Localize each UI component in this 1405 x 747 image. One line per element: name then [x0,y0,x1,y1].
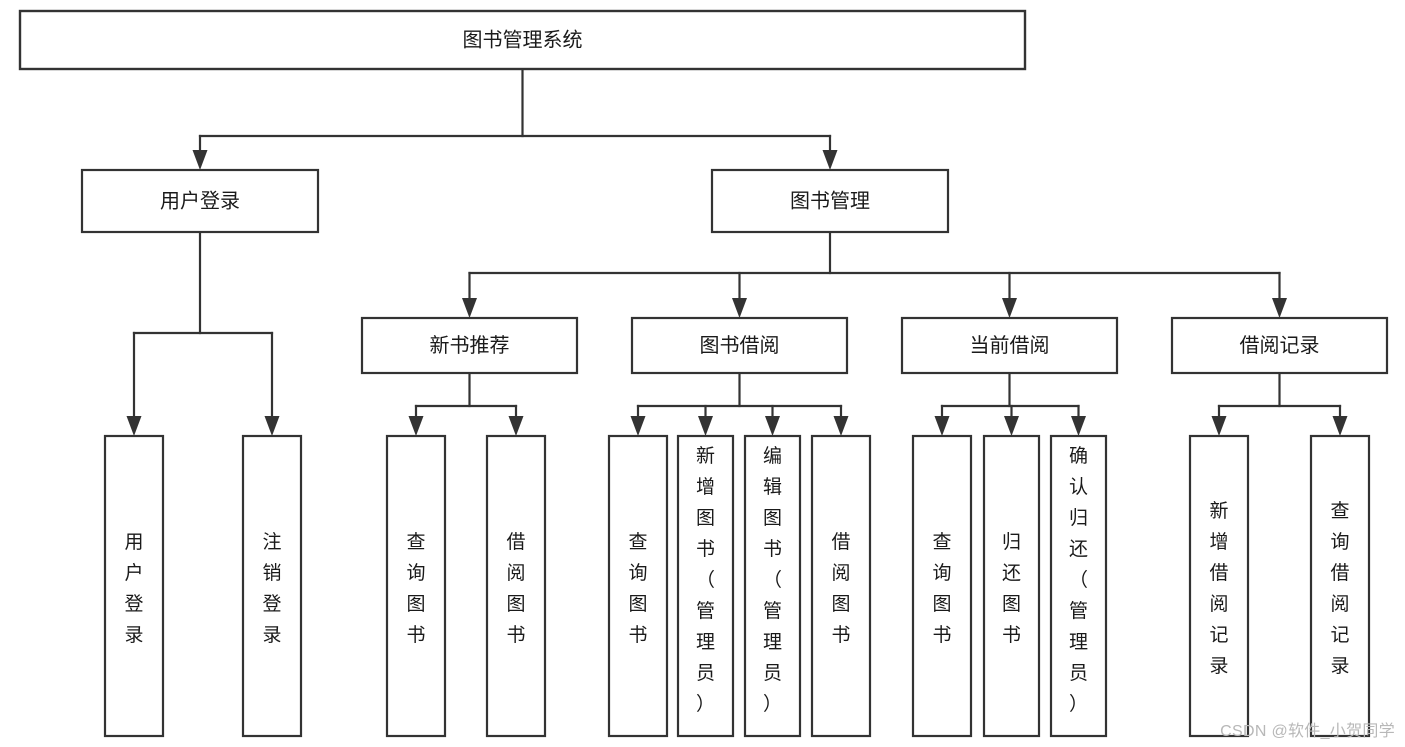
node-box [360,316,579,375]
node-box [1188,434,1250,738]
node-label: 编辑图书（管理员） [763,445,782,715]
arrow-head-icon [1211,416,1227,436]
node-box [911,434,973,738]
node-new-book-rec[interactable]: 新书推荐 [360,316,579,375]
node-box [1170,316,1389,375]
node-label: 借阅图书 [831,531,850,646]
arrow-head-icon [833,416,849,436]
node-box [485,434,547,738]
watermark-label: CSDN @软件_小贺同学 [1220,723,1395,740]
node-leaf-user-login[interactable]: 用户登录 [103,434,165,738]
node-box [810,434,872,738]
node-box [900,316,1119,375]
node-label: 用户登录 [124,532,143,646]
node-label: 注销登录 [262,531,281,646]
node-book-manage[interactable]: 图书管理 [710,168,950,234]
node-leaf-query-book-cur[interactable]: 查询图书 [911,434,973,738]
node-box [982,434,1041,738]
arrow-head-icon [462,298,477,318]
node-leaf-borrow-book-rec[interactable]: 借阅图书 [485,434,547,738]
node-user-login[interactable]: 用户登录 [80,168,320,234]
arrow-head-icon [192,150,208,170]
node-label: 借阅图书 [506,531,525,646]
node-label: 新增借阅记录 [1209,500,1228,677]
arrow-head-icon [1272,298,1287,318]
node-label: 图书管理系统 [463,28,583,51]
node-root[interactable]: 图书管理系统 [18,9,1027,71]
node-leaf-query-record[interactable]: 查询借阅记录 [1309,434,1371,738]
node-box [630,316,849,375]
node-label: 查询图书 [932,531,951,646]
node-box [18,9,1027,71]
arrow-head-icon [732,298,747,318]
node-leaf-user-logout[interactable]: 注销登录 [241,434,303,738]
node-leaf-return-book[interactable]: 归还图书 [982,434,1041,738]
node-label: 新书推荐 [430,334,510,357]
node-leaf-add-record[interactable]: 新增借阅记录 [1188,434,1250,738]
node-box [1049,434,1108,738]
arrow-head-icon [126,416,142,436]
arrow-head-icon [1004,416,1019,436]
arrow-head-icon [822,150,838,170]
node-leaf-confirm-return[interactable]: 确认归还（管理员） [1049,434,1108,738]
node-current-borrow[interactable]: 当前借阅 [900,316,1119,375]
arrow-head-icon [408,416,424,436]
node-box [241,434,303,738]
arrow-head-icon [264,416,280,436]
node-leaf-add-book[interactable]: 新增图书（管理员） [676,434,735,738]
node-leaf-edit-book[interactable]: 编辑图书（管理员） [743,434,802,738]
node-label: 当前借阅 [970,334,1050,357]
node-box [1309,434,1371,738]
node-label: 图书借阅 [700,334,780,357]
node-label: 用户登录 [160,189,240,212]
arrow-head-icon [765,416,780,436]
connector-layer [126,67,1348,436]
arrow-head-icon [1002,298,1017,318]
node-box [607,434,669,738]
node-layer: 图书管理系统用户登录图书管理新书推荐图书借阅当前借阅借阅记录用户登录注销登录查询… [18,9,1389,738]
node-label: 归还图书 [1002,531,1021,646]
node-book-borrow[interactable]: 图书借阅 [630,316,849,375]
node-label: 确认归还（管理员） [1069,445,1088,715]
arrow-head-icon [508,416,524,436]
arrow-head-icon [630,416,646,436]
node-box [710,168,950,234]
node-label: 查询图书 [628,531,647,646]
node-label: 查询图书 [406,531,425,646]
arrow-head-icon [934,416,950,436]
node-leaf-query-book-borrow[interactable]: 查询图书 [607,434,669,738]
node-label: 借阅记录 [1240,334,1320,357]
node-label: 图书管理 [790,189,870,212]
arrow-head-icon [1071,416,1086,436]
node-box [743,434,802,738]
node-box [385,434,447,738]
arrow-head-icon [1332,416,1348,436]
arrow-head-icon [698,416,713,436]
node-box [676,434,735,738]
node-leaf-query-book-rec[interactable]: 查询图书 [385,434,447,738]
node-borrow-record[interactable]: 借阅记录 [1170,316,1389,375]
node-label: 查询借阅记录 [1330,500,1349,677]
node-leaf-borrow-book[interactable]: 借阅图书 [810,434,872,738]
node-box [80,168,320,234]
node-box [103,434,165,738]
node-label: 新增图书（管理员） [696,445,715,715]
